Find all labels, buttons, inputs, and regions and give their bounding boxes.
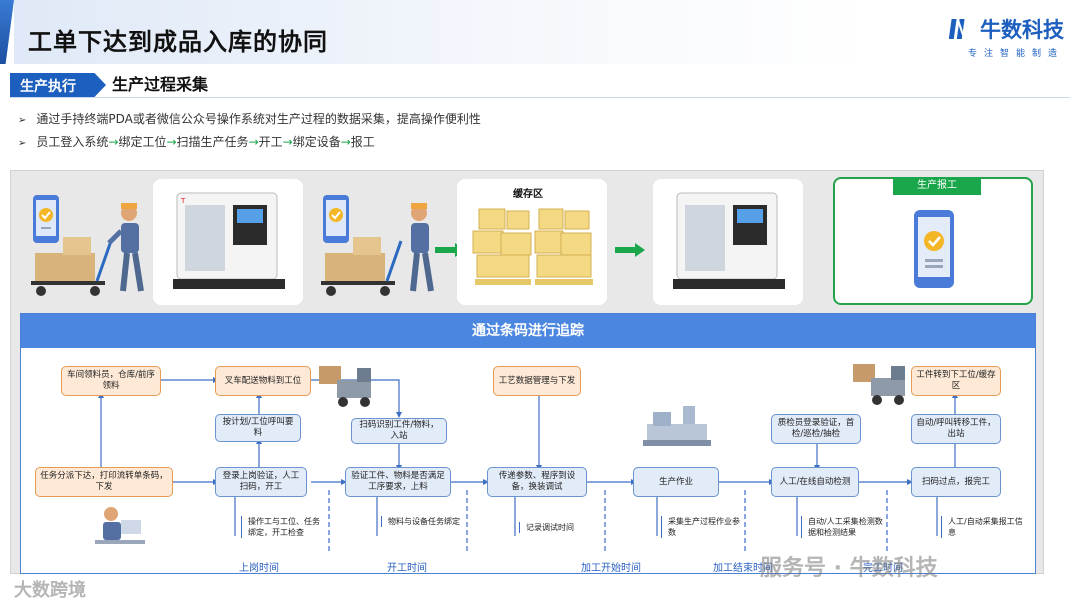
- machine-card-2: [653, 179, 803, 305]
- note-process-params: 采集生产过程作业参数: [661, 516, 743, 538]
- step-text: 报工: [350, 135, 375, 149]
- injection-machine-illustration: [643, 406, 711, 446]
- watermark-right: 服务号 · 牛数科技: [760, 556, 938, 581]
- node-qc-login: 质检员登录验证，首检/巡检/抽检: [771, 414, 861, 444]
- note-bind-material: 物料与设备任务绑定: [381, 516, 465, 527]
- forklift-illustration: [853, 364, 905, 405]
- operator-desk-illustration: [95, 507, 145, 544]
- buffer-zone-card: 缓存区: [457, 179, 607, 305]
- node-production: 生产作业: [633, 467, 719, 497]
- worker-cart-illustration: [31, 195, 144, 296]
- node-outbound: 自动/呼叫转移工件，出站: [911, 414, 1001, 444]
- node-inspection: 人工/在线自动检测: [771, 467, 859, 497]
- bullet-pda-text: 通过手持终端PDA或者微信公众号操作系统对生产过程的数据采集，提高操作便利性: [36, 112, 481, 126]
- bullet-steps: ➢员工登入系统→绑定工位→扫描生产任务→开工→绑定设备→报工: [18, 133, 375, 150]
- step-text: 绑定设备: [292, 135, 341, 149]
- trace-title: 通过条码进行追踪: [21, 314, 1035, 348]
- node-forklift-delivery: 叉车配送物料到工位: [215, 366, 311, 396]
- step-text: 扫描生产任务: [176, 135, 249, 149]
- brand-slogan: 专注智能制造: [967, 49, 1064, 59]
- brand-name: 牛数科技: [980, 18, 1064, 42]
- section-divider: [10, 97, 1070, 98]
- phase-process-end: 加工结束时间: [713, 563, 773, 574]
- section-title: 生产过程采集: [112, 75, 209, 94]
- phase-complete-time: 完工时间: [863, 563, 903, 574]
- phase-start-time: 开工时间: [387, 563, 427, 574]
- mobile-report-icon: [914, 210, 954, 288]
- node-process-data: 工艺数据管理与下发: [493, 366, 581, 396]
- step-arrow: →: [166, 135, 177, 149]
- node-login-start: 登录上岗验证，人工扫码，开工: [215, 467, 307, 497]
- bullet-arrow-icon: ➢: [18, 138, 27, 149]
- step-arrow: →: [340, 135, 351, 149]
- production-report-card: 生产报工: [833, 177, 1033, 305]
- title-bar: [14, 0, 1080, 64]
- phase-process-start: 加工开始时间: [581, 563, 641, 574]
- cnc-machine-illustration: [673, 192, 785, 289]
- green-arrow-icon: [615, 243, 645, 257]
- buffer-boxes-illustration: [472, 208, 593, 285]
- node-workshop-picking: 车间领料员，仓库/前序领料: [61, 366, 161, 396]
- page-title: 工单下达到成品入库的协同: [28, 28, 328, 56]
- cnc-machine-illustration: T: [173, 192, 285, 289]
- step-arrow: →: [248, 135, 259, 149]
- node-scan-inbound: 扫码识别工件/物料，入站: [351, 418, 447, 444]
- trace-connectors: [98, 377, 958, 552]
- brand-logo-block: 牛数科技 专注智能制造: [948, 14, 1064, 59]
- node-report-complete: 扫码过点，报完工: [911, 467, 1001, 497]
- node-param-transfer: 传递参数、程序到设备，换装调试: [487, 467, 587, 497]
- buffer-label: 缓存区: [513, 189, 543, 200]
- step-arrow: →: [282, 135, 293, 149]
- node-task-dispatch: 任务分派下达，打印流转单条码，下发: [35, 467, 173, 497]
- node-transfer-buffer: 工件转到下工位/缓存区: [911, 366, 1001, 396]
- section-tag: 生产执行: [10, 73, 106, 97]
- step-text: 开工: [258, 135, 283, 149]
- note-debug-time: 记录调试时间: [519, 522, 599, 533]
- note-inspection-data: 自动/人工采集检测数据和检测结果: [801, 516, 885, 538]
- worker-cart-illustration: [321, 195, 434, 296]
- forklift-illustration: [319, 366, 371, 407]
- phase-onboard-time: 上岗时间: [239, 563, 279, 574]
- svg-text:T: T: [180, 197, 186, 205]
- brand-logo-icon: [948, 19, 965, 39]
- header-accent: [0, 0, 14, 64]
- bullet-arrow-icon: ➢: [18, 115, 27, 126]
- watermark-left: 大数跨境: [14, 580, 86, 601]
- node-call-material: 按计划/工位呼叫要料: [215, 414, 301, 442]
- note-bind-operator: 操作工与工位、任务绑定，开工检查: [241, 516, 325, 538]
- node-verify-loading: 验证工件、物料是否满足工序要求，上料: [345, 467, 451, 497]
- bullet-pda: ➢ 通过手持终端PDA或者微信公众号操作系统对生产过程的数据采集，提高操作便利性: [18, 110, 481, 127]
- step-text: 绑定工位: [118, 135, 167, 149]
- note-report-info: 人工/自动采集报工信息: [941, 516, 1025, 538]
- machine-card-1: T: [153, 179, 303, 305]
- step-arrow: →: [108, 135, 119, 149]
- barcode-trace-diagram: 通过条码进行追踪: [20, 313, 1036, 574]
- report-label: 生产报工: [893, 177, 981, 195]
- step-text: 员工登入系统: [36, 135, 109, 149]
